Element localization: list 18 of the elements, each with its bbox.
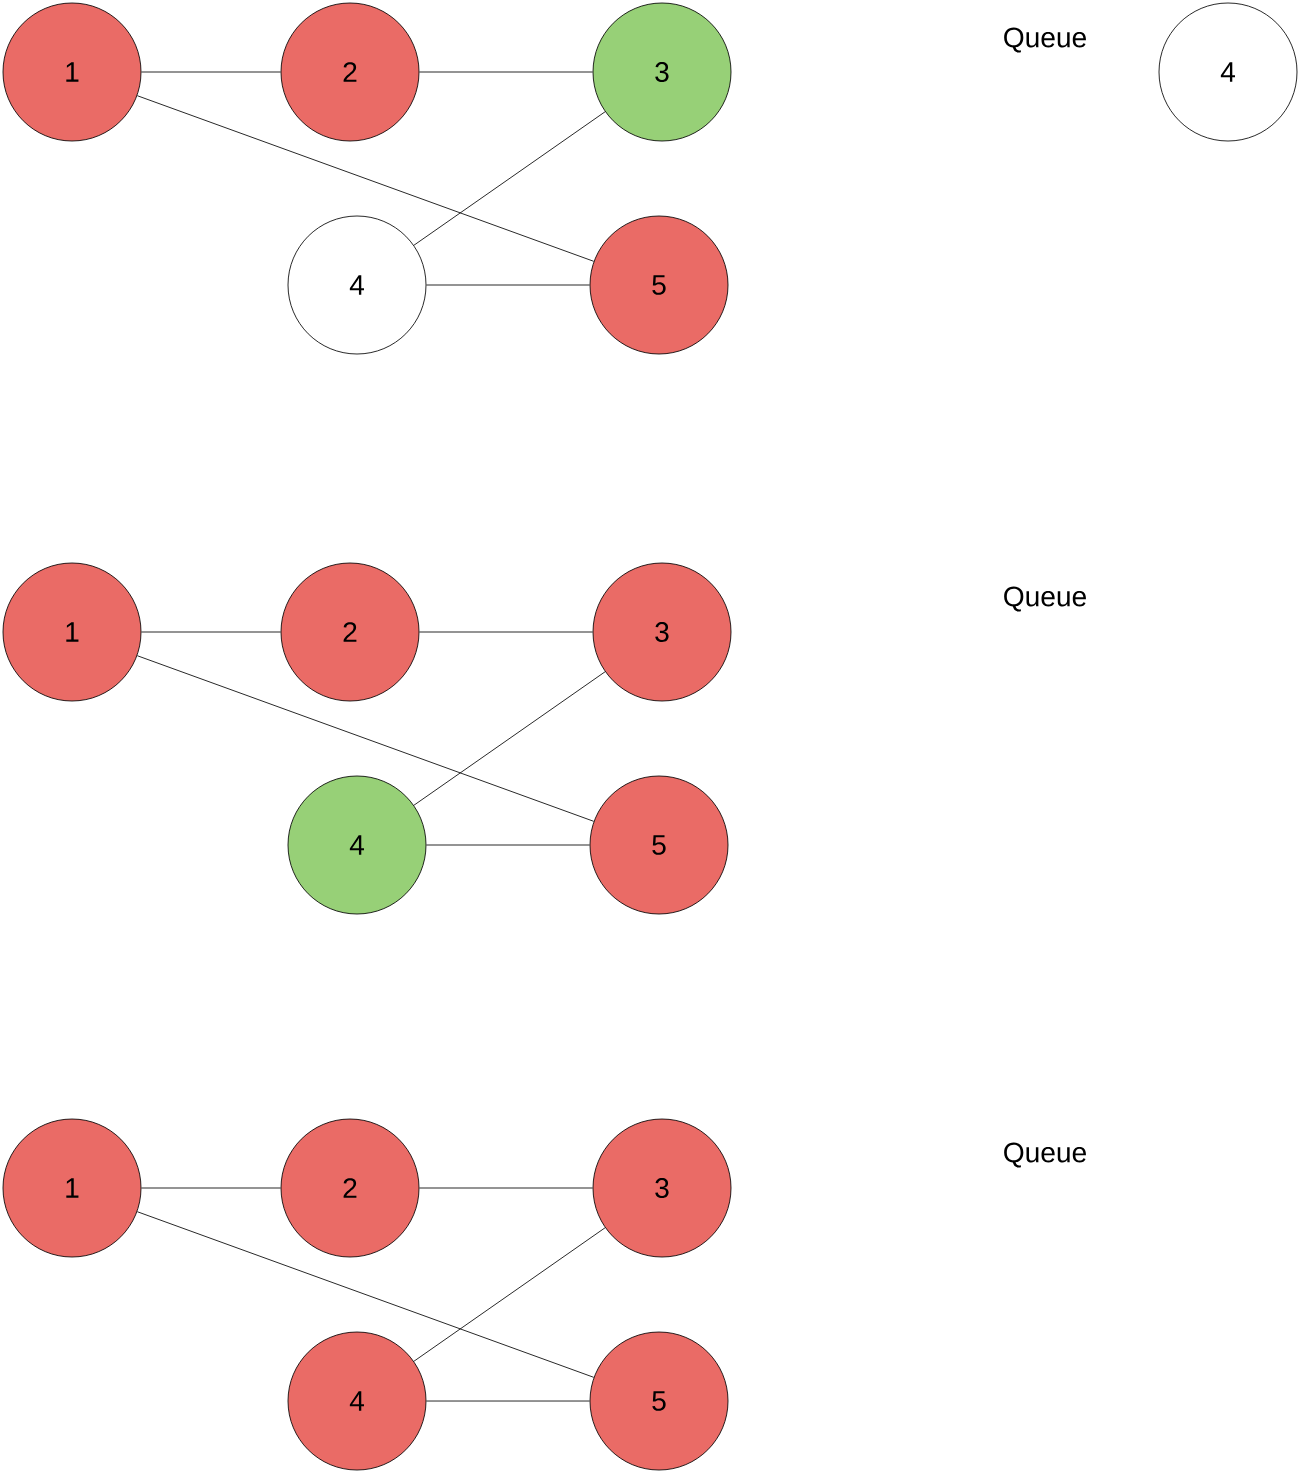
edge-line — [141, 631, 281, 633]
queue-label: Queue — [1004, 586, 1086, 612]
queue-label: Queue — [1004, 27, 1086, 53]
edge-line — [136, 655, 595, 822]
edge-line — [419, 71, 593, 73]
edge-line — [419, 1187, 593, 1189]
edge-line — [413, 671, 606, 806]
edge-line — [426, 844, 590, 846]
edge-line — [136, 95, 595, 262]
edge-line — [413, 111, 606, 246]
edge-line — [426, 1400, 590, 1402]
edge-line — [426, 284, 590, 286]
edge-line — [141, 1187, 281, 1189]
edge-line — [136, 1211, 595, 1378]
queue-label: Queue — [1004, 1142, 1086, 1168]
edge-line — [413, 1227, 606, 1362]
edge-line — [141, 71, 281, 73]
edge-line — [419, 631, 593, 633]
